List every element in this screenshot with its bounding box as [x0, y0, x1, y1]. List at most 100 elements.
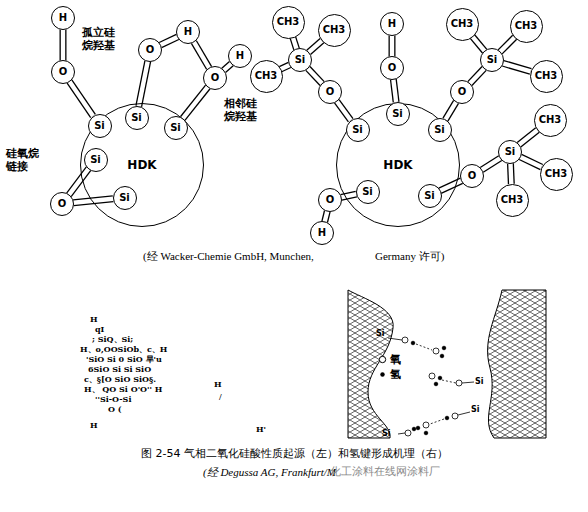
particle-label: HDK [383, 159, 412, 171]
legend-swatch [378, 370, 387, 379]
credit-note: (经 Degussa AG, Frankfurt/M [203, 466, 336, 479]
scan-text: H [214, 380, 222, 389]
particle-circle: HDKSiSiSiSiSi [336, 103, 460, 227]
legend-text: 氧 [390, 352, 401, 367]
atom-circle: Si [356, 180, 380, 204]
callout-label: 孤立硅烷羟基 [82, 27, 118, 52]
scan-text: H [90, 421, 98, 430]
atom-circle: CH3 [250, 60, 283, 93]
atom-label: O [388, 63, 397, 73]
scan-text: / [219, 392, 222, 401]
atom-circle: Si [428, 118, 452, 142]
atom-circle: CH3 [496, 184, 529, 217]
atom-label: O [468, 171, 477, 181]
atom-circle: O [318, 80, 342, 104]
atom-circle: H [176, 20, 200, 44]
scan-text: 'SiO Si 0 SiO 旱'u [86, 355, 162, 364]
atom-circle: Si [88, 114, 112, 138]
silica-surface-right [488, 290, 546, 438]
atom-label: H [318, 228, 326, 238]
atom-label: CH3 [545, 169, 568, 179]
atom-label: Si [434, 125, 445, 135]
bond-tube [472, 36, 484, 51]
scan-text: qI [95, 325, 104, 334]
scan-text: H、o,OOSiOb、c、H [80, 345, 167, 354]
atom-circle: H [51, 6, 75, 30]
atom-label: Si [382, 429, 391, 438]
watermark: 化工涂料在线网涂料厂 [330, 466, 440, 479]
atom-label: Si [392, 109, 403, 119]
atom-label: Si [475, 377, 484, 386]
bond-tube [73, 199, 113, 203]
legend-swatch [378, 355, 387, 364]
atom-label: Si [170, 123, 181, 133]
atom-label: CH3 [501, 195, 524, 205]
bond-tube [500, 37, 515, 52]
atom-circle: Si [125, 106, 149, 130]
scan-text: H、 QO Si O'O'' H [84, 385, 162, 394]
scan-text: ; SiQ、Si; [92, 335, 133, 344]
atom-circle: O [380, 56, 404, 80]
atom-label: H [59, 13, 67, 23]
atom-circle: CH3 [446, 8, 479, 41]
atom-circle: Si [346, 118, 370, 142]
atom-label: Si [352, 125, 363, 135]
atom-label: O [458, 87, 467, 97]
atom-label: Si [487, 55, 498, 65]
legend-row: 氧 [378, 352, 401, 367]
atom-circle: Si [164, 116, 188, 140]
bond-tube [194, 42, 209, 68]
atom-circle: O [203, 66, 227, 90]
atom-label: Si [90, 155, 101, 165]
bond-tube [69, 81, 93, 116]
atom-circle: CH3 [534, 104, 567, 137]
bond-tube [308, 68, 322, 83]
atom-label: O [146, 45, 155, 55]
credit-note: Germany 许可) [375, 250, 444, 263]
bond-tube [280, 65, 289, 69]
bond-tube [482, 158, 501, 170]
atom-label: Si [362, 187, 373, 197]
atom-label: Si [471, 405, 480, 414]
atom-label: CH3 [277, 17, 300, 27]
atom-circle: O [50, 192, 74, 216]
bond-tube [503, 63, 531, 71]
bond-tube [520, 157, 541, 167]
atom-label: H [184, 27, 192, 37]
bond-tube [293, 37, 297, 49]
bond-tube [519, 130, 538, 145]
bond-tube [63, 30, 64, 61]
atom-label: H [236, 51, 244, 61]
particle-circle: HDKSiSiSiSiSi [80, 103, 204, 227]
bond-tube [392, 36, 393, 57]
atom-circle: H [228, 44, 252, 68]
atom-circle: CH3 [540, 158, 573, 191]
atom-label: O [211, 73, 220, 83]
atom-label: Si [119, 193, 130, 203]
bond-tube [337, 101, 351, 120]
atom-circle: O [318, 188, 342, 212]
atom-circle: Si [480, 48, 504, 72]
bond-tube [393, 79, 396, 102]
atom-label: CH3 [255, 71, 278, 81]
credit-note: (经 Wacker-Chemie GmbH, Munchen, [143, 250, 314, 263]
silica-surface-left [348, 290, 393, 438]
atom-circle: CH3 [510, 10, 543, 43]
atom-label: CH3 [515, 21, 538, 31]
bond-tube [69, 169, 89, 195]
atom-label: CH3 [539, 115, 562, 125]
bond-tube [510, 163, 512, 184]
bond-tube [341, 194, 356, 197]
scan-text: O ( [108, 405, 122, 414]
atom-label: CH3 [323, 25, 346, 35]
bond-tube [224, 64, 232, 71]
bond-tube [139, 61, 148, 106]
atom-label: CH3 [535, 71, 558, 81]
scan-text: 6SiO Si Si SiO [88, 365, 151, 374]
atom-circle: O [51, 60, 75, 84]
atom-circle: H [310, 221, 334, 245]
scan-text: H' [256, 425, 266, 434]
bond-tube [440, 181, 462, 191]
atom-label: Si [376, 329, 385, 338]
atom-circle: CH3 [272, 6, 305, 39]
